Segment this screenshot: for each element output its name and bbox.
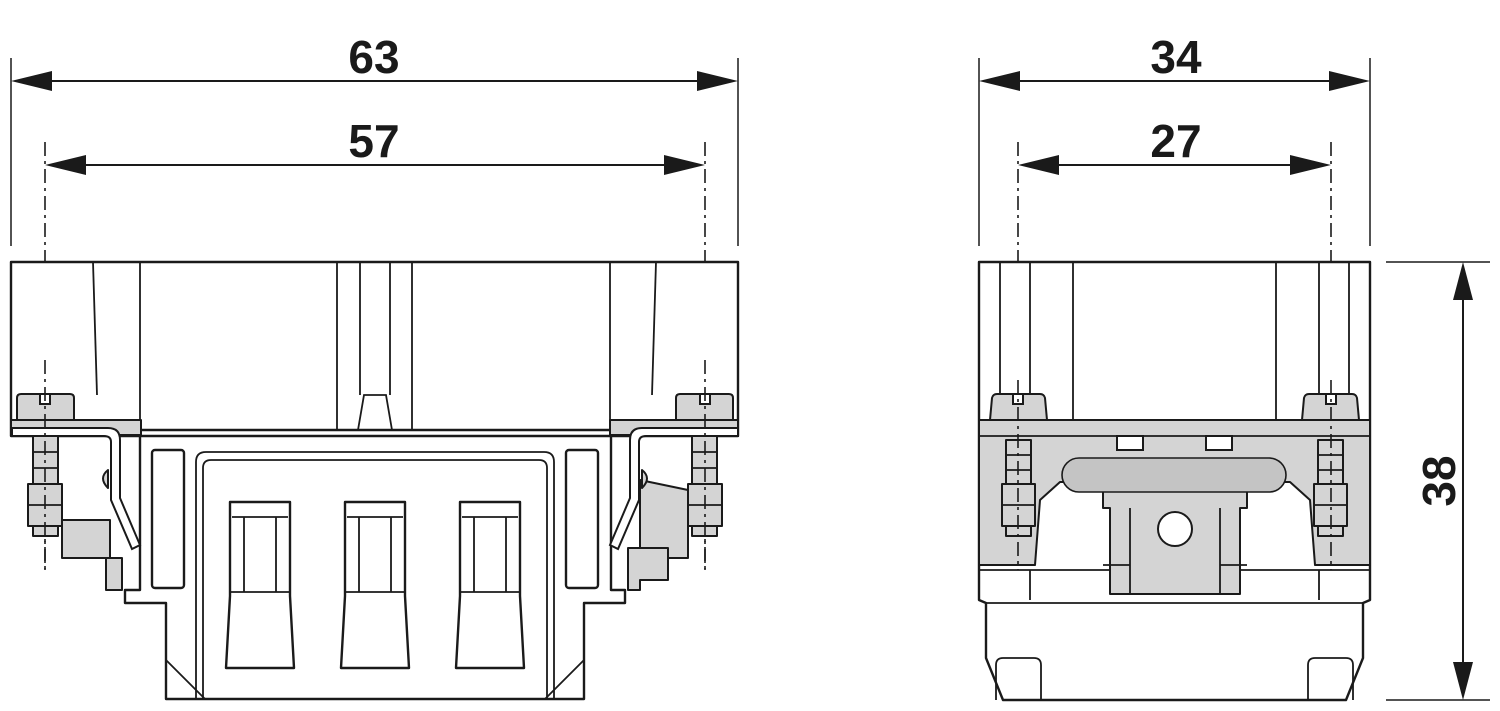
front-housing-top [9, 260, 740, 438]
dimension-label-38: 38 [1413, 455, 1465, 506]
dimension-63: 63 [11, 31, 738, 91]
front-screw-right [608, 360, 739, 591]
side-mounting-hole [1157, 511, 1193, 547]
dimension-label-63: 63 [348, 31, 399, 83]
dimension-57: 57 [45, 115, 705, 175]
side-screw-right [1301, 380, 1360, 570]
front-side-window-left [150, 448, 186, 590]
side-view: 34 27 38 [977, 31, 1490, 702]
dimension-label-34: 34 [1150, 31, 1202, 83]
front-screw-left [10, 360, 142, 591]
front-view: 63 57 [9, 31, 740, 701]
side-screw-left [989, 380, 1048, 570]
contact-slot-2 [339, 500, 411, 670]
contact-slot-1 [224, 500, 296, 670]
dimension-27: 27 [1018, 115, 1331, 175]
dimension-34: 34 [979, 31, 1370, 91]
dimension-38: 38 [1413, 262, 1473, 700]
spring-clip-right [608, 427, 739, 551]
side-slot [1061, 457, 1287, 493]
front-side-window-right [564, 448, 600, 590]
dimension-label-57: 57 [348, 115, 399, 167]
side-flange [978, 419, 1371, 595]
spring-clip-left [11, 427, 142, 551]
dimension-label-27: 27 [1150, 115, 1201, 167]
front-contact-slots [224, 500, 526, 670]
contact-slot-3 [454, 500, 526, 670]
